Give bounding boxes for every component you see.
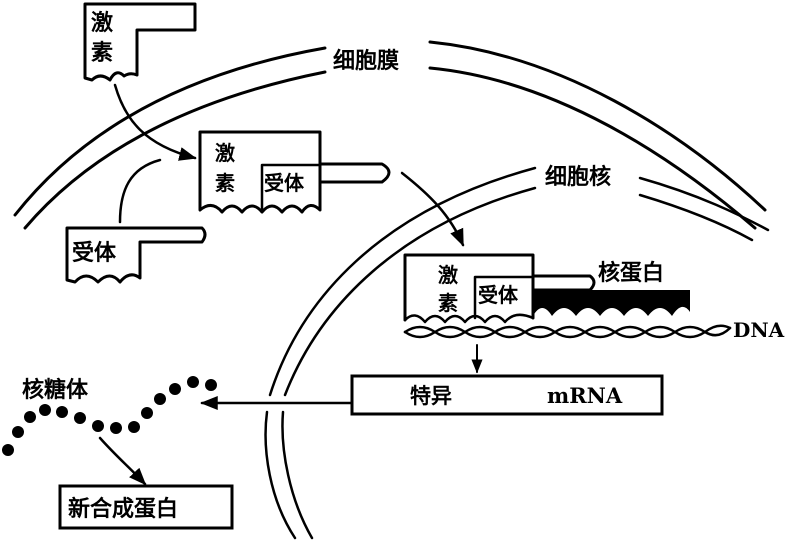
free-hormone-label-1: 激 <box>91 10 113 36</box>
complex-hormone-label-2: 素 <box>215 171 235 195</box>
mrna-prefix-label: 特异 <box>410 384 452 408</box>
nuclear-envelope <box>264 166 770 540</box>
free-receptor-label: 受体 <box>72 240 117 266</box>
hormone-receptor-complex <box>198 130 391 214</box>
ribosome-label: 核糖体 <box>22 377 89 403</box>
cell-membrane <box>13 40 767 230</box>
nuclear-hormone-label-1: 激 <box>438 263 458 287</box>
new-protein-label: 新合成蛋白 <box>68 496 178 522</box>
complex-receptor-label: 受体 <box>264 171 305 195</box>
complex-hormone-label-1: 激 <box>215 141 235 165</box>
new-protein-box <box>58 484 234 530</box>
nuclear-receptor-label: 受体 <box>478 283 519 307</box>
receptor-join-line <box>118 158 162 224</box>
nuclear-entry-arrow <box>400 171 465 247</box>
free-receptor <box>65 226 207 284</box>
nuclear-protein-label: 核蛋白 <box>598 260 664 286</box>
mrna-box <box>350 374 664 416</box>
free-hormone <box>83 2 197 82</box>
nucleus-label: 细胞核 <box>545 164 611 190</box>
nuclear-complex <box>403 253 690 324</box>
translation-arrow <box>98 436 147 486</box>
hormone-entry-arrow <box>113 83 197 161</box>
ribosome-chain <box>2 376 217 456</box>
free-hormone-label-2: 素 <box>91 40 113 66</box>
dna-label: DNA <box>733 318 785 342</box>
mrna-label: mRNA <box>547 383 623 408</box>
cell-membrane-label: 细胞膜 <box>333 48 399 74</box>
dna-helix <box>403 324 732 339</box>
nuclear-hormone-label-2: 素 <box>438 291 458 315</box>
